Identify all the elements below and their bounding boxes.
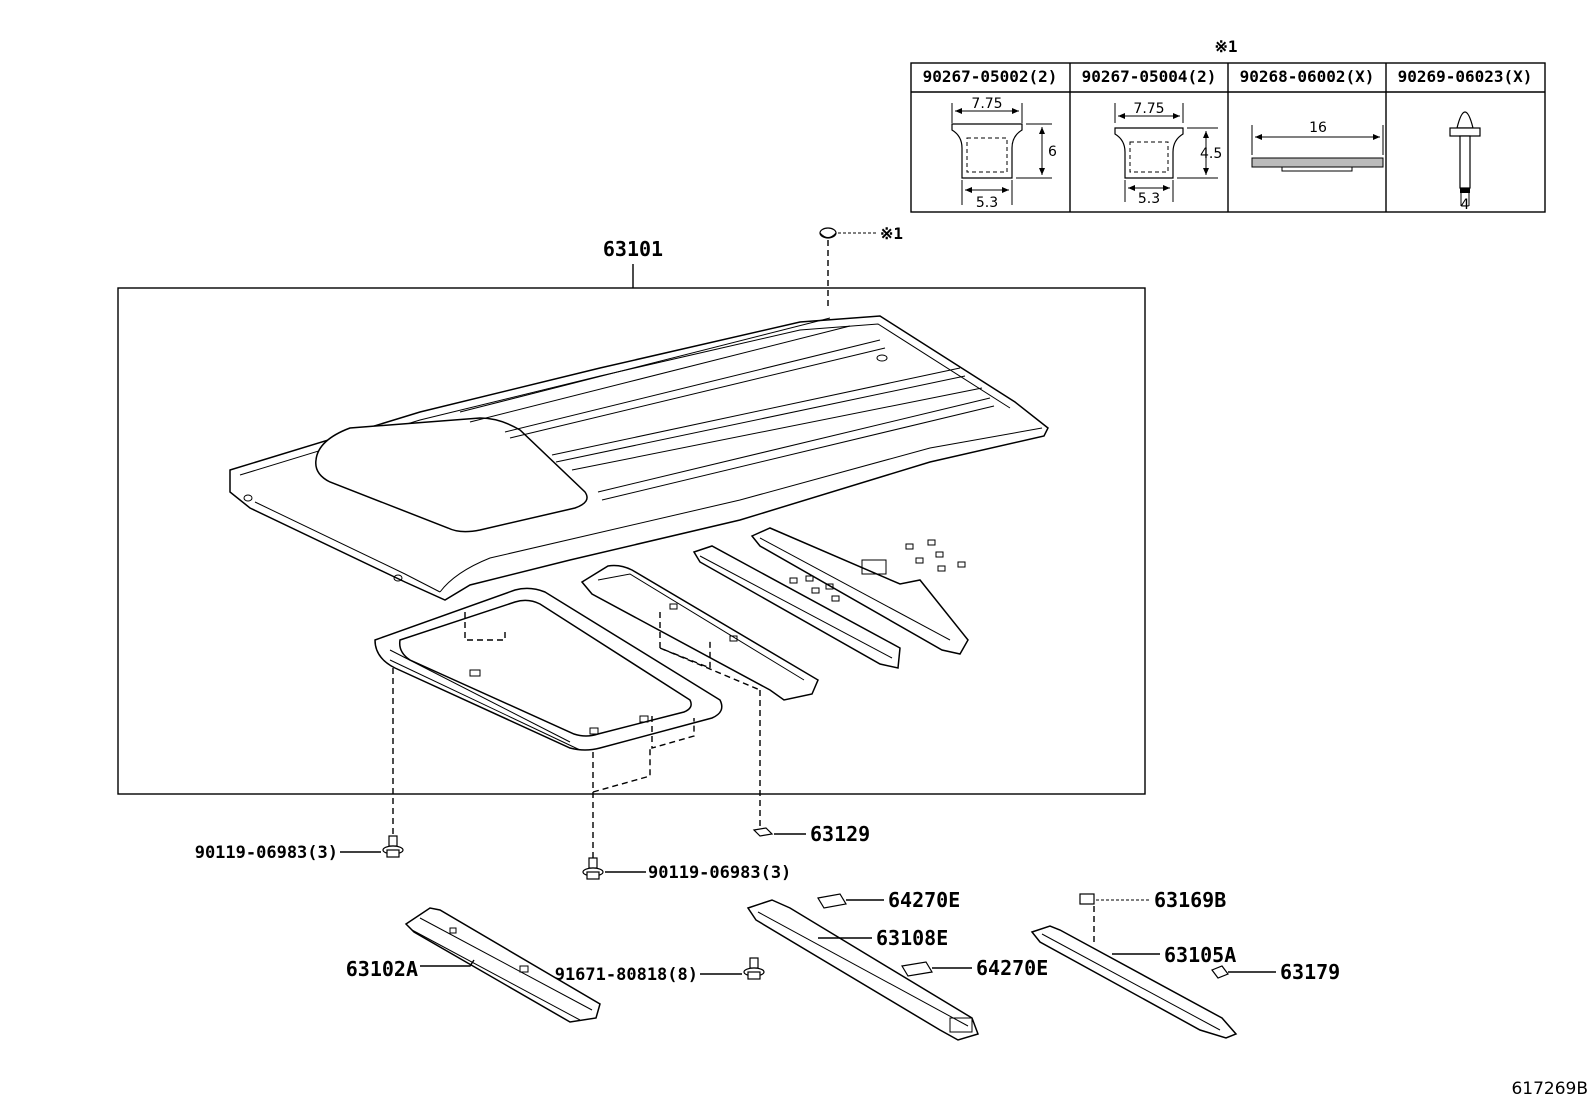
clip-05004-drawing: 7.75 4.5 5.3 [1114, 101, 1222, 207]
bracket-64270E-low [901, 961, 933, 977]
clip-05002-drawing: 7.75 6 5.3 [951, 96, 1057, 211]
diagram-code: 617269B [1511, 1079, 1588, 1099]
pad-63179 [1211, 965, 1229, 979]
sunroof-opening [315, 417, 588, 533]
pad-63169B [1079, 893, 1095, 905]
rail-63108E [746, 899, 979, 1041]
clip-05002-height: 6 [1048, 144, 1057, 160]
clip-05002-width-top: 7.75 [971, 96, 1002, 112]
roof-assembly: 63101 ※1 [117, 224, 1146, 858]
plug-icon [819, 227, 837, 239]
bracket-64270E-top [817, 893, 847, 909]
label-64270E-low: 64270E [976, 956, 1048, 980]
clip-05004-width-bottom: 5.3 [1138, 191, 1160, 207]
label-bolt-left: 90119-06983(3) [195, 843, 338, 863]
table-header-4: 90269-06023(X) [1398, 67, 1533, 86]
label-63129: 63129 [810, 822, 870, 846]
spacer-63129 [752, 827, 774, 837]
bolt-center [582, 857, 604, 880]
bolt-left [382, 835, 404, 858]
label-63102A: 63102A [346, 957, 418, 981]
table-header-3: 90268-06002(X) [1240, 67, 1375, 86]
label-63101: 63101 [603, 237, 663, 261]
label-63179: 63179 [1280, 960, 1340, 984]
fastener-table: ※1 90267-05002(2) 90267-05004(2) 90268-0… [910, 37, 1546, 213]
label-63105A: 63105A [1164, 943, 1236, 967]
tape-06002-length: 16 [1309, 120, 1327, 136]
clip-05004-height: 4.5 [1200, 146, 1222, 162]
roof-bow-rear [750, 527, 969, 655]
roof-bow-front [580, 564, 819, 701]
bolt-rail [743, 957, 765, 980]
roof-clips [789, 539, 966, 602]
rail-63105A [1030, 925, 1238, 1039]
tape-06002-drawing: 16 [1251, 120, 1384, 172]
note-mark: ※1 [880, 224, 903, 243]
rivet-06023-diameter: 4 [1461, 197, 1470, 213]
label-bolt-rail: 91671-80818(8) [555, 965, 698, 985]
clip-05004-width-top: 7.75 [1133, 101, 1164, 117]
table-header-2: 90267-05004(2) [1082, 67, 1217, 86]
roof-panel [229, 315, 1049, 601]
table-header-1: 90267-05002(2) [923, 67, 1058, 86]
clip-05002-width-bottom: 5.3 [976, 195, 998, 211]
roof-group-frame [117, 287, 1146, 795]
label-63169B: 63169B [1154, 888, 1226, 912]
table-heading: ※1 [1214, 37, 1237, 56]
rivet-06023-drawing: 4 [1449, 111, 1481, 213]
label-64270E-top: 64270E [888, 888, 960, 912]
label-63108E: 63108E [876, 926, 948, 950]
label-bolt-center: 90119-06983(3) [648, 863, 791, 883]
